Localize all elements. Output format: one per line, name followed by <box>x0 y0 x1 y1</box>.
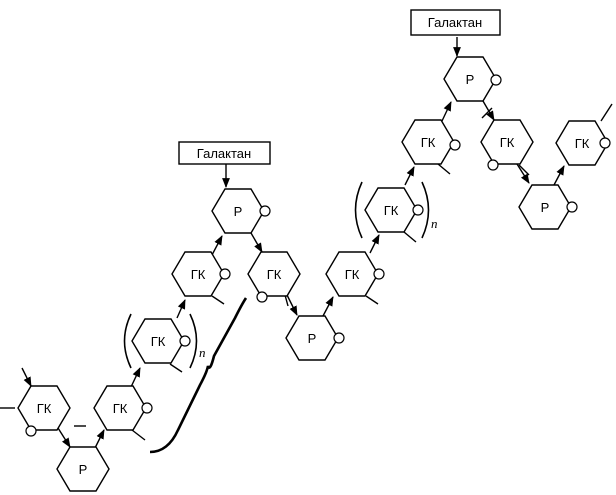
svg-text:ГК: ГК <box>37 401 52 416</box>
svg-text:ГК: ГК <box>267 267 282 282</box>
gk-unit: ГК <box>480 119 534 171</box>
p-unit: Р <box>211 188 271 234</box>
svg-text:n: n <box>431 216 438 231</box>
gk-unit-repeat: ГК <box>364 187 424 233</box>
svg-text:n: n <box>199 345 206 360</box>
p-unit: Р <box>56 446 110 492</box>
svg-text:ГК: ГК <box>151 334 166 349</box>
gk-unit: ГК <box>171 251 231 297</box>
svg-text:ГК: ГК <box>191 267 206 282</box>
svg-text:Р: Р <box>541 200 550 215</box>
galactan-box: Галактан <box>410 9 501 36</box>
gk-unit: ГК <box>555 120 611 166</box>
svg-text:ГК: ГК <box>345 267 360 282</box>
gk-unit: ГК <box>325 251 385 297</box>
curly-brace <box>149 297 248 454</box>
svg-text:ГК: ГК <box>421 135 436 150</box>
svg-text:ГК: ГК <box>113 401 128 416</box>
gk-unit: ГК <box>17 385 71 437</box>
svg-text:Р: Р <box>466 72 475 87</box>
svg-text:Р: Р <box>79 462 88 477</box>
p-unit: Р <box>518 184 578 230</box>
svg-text:ГК: ГК <box>500 135 515 150</box>
connections <box>0 37 613 449</box>
svg-text:ГК: ГК <box>575 136 590 151</box>
repeat-bracket: n <box>123 313 206 369</box>
gk-unit: ГК <box>93 385 153 431</box>
gk-unit: ГК <box>401 119 461 165</box>
svg-text:Галактан: Галактан <box>428 15 482 30</box>
repeat-bracket: n <box>354 181 438 239</box>
svg-text:Галактан: Галактан <box>197 146 251 161</box>
p-unit: Р <box>443 56 502 102</box>
p-unit: Р <box>285 315 345 361</box>
gk-unit-repeat: ГК <box>131 318 191 364</box>
svg-text:Р: Р <box>308 331 317 346</box>
svg-text:Р: Р <box>234 204 243 219</box>
svg-text:ГК: ГК <box>384 203 399 218</box>
gk-unit: ГК <box>247 251 301 303</box>
galactan-box: Галактан <box>178 141 271 165</box>
